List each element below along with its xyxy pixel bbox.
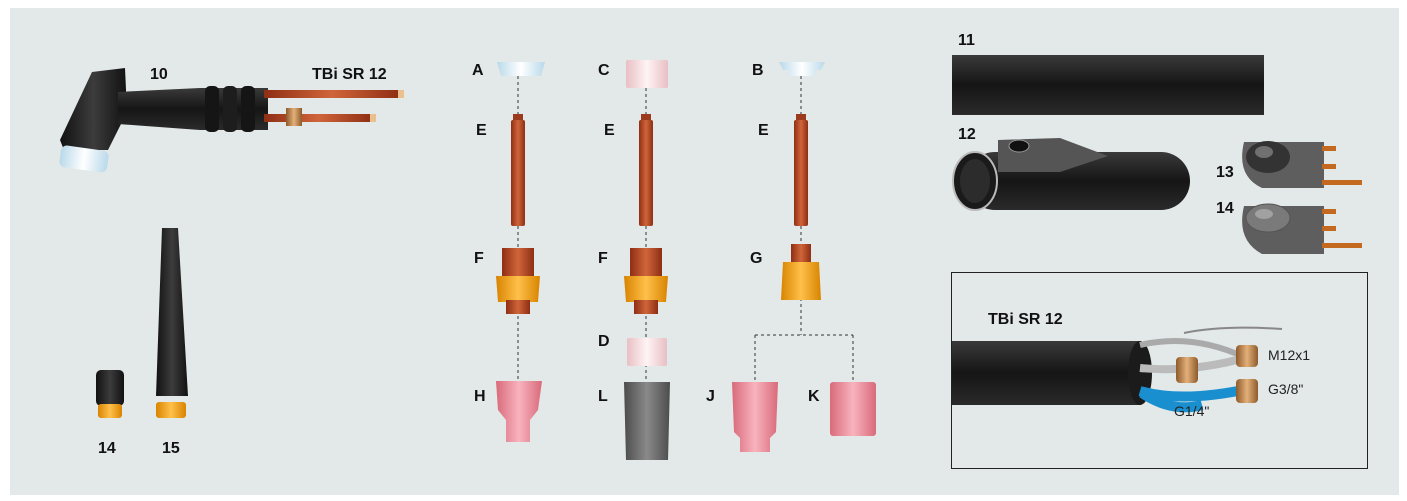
- collet-insert-A: [497, 62, 545, 76]
- label-H: H: [474, 388, 486, 406]
- g38-thread-label: G3/8": [1268, 381, 1303, 397]
- label-torch-10: 10: [150, 66, 168, 84]
- collet-body-F-2: [624, 248, 668, 314]
- insulator-D: [627, 338, 667, 366]
- mounting-sleeve-12: [953, 138, 1190, 210]
- g14-thread-label: G1/4": [1174, 403, 1209, 419]
- label-hose-11: 11: [958, 32, 975, 50]
- label-A: A: [472, 62, 484, 80]
- label-E-1: E: [476, 122, 487, 140]
- hose-connections-drawing: [952, 273, 1367, 468]
- label-E-2: E: [604, 122, 615, 140]
- label-G: G: [750, 250, 762, 268]
- label-C: C: [598, 62, 610, 80]
- switch-housing-14: [1242, 204, 1362, 254]
- collet-E-3: [794, 114, 808, 226]
- gas-nozzle-K: [830, 382, 876, 436]
- label-cap-15: 15: [162, 440, 180, 458]
- m12-thread-label: M12x1: [1268, 347, 1310, 363]
- hose-cover-11: [952, 55, 1264, 115]
- switch-housing-13: [1242, 141, 1362, 188]
- hose-connections-inset: TBi SR 12 M12x1 G3/8" G1/4": [951, 272, 1368, 469]
- gas-nozzle-H: [496, 381, 542, 442]
- gas-nozzle-L: [624, 382, 670, 460]
- collet-E-2: [639, 114, 653, 226]
- gas-nozzle-J: [732, 382, 778, 452]
- label-torch-model: TBi SR 12: [312, 66, 387, 84]
- label-F-2: F: [598, 250, 608, 268]
- collet-E-1: [511, 114, 525, 226]
- label-switch-13: 13: [1216, 164, 1234, 182]
- gas-lens-G: [781, 244, 821, 300]
- label-cap-14: 14: [98, 440, 116, 458]
- label-E-3: E: [758, 122, 769, 140]
- back-cap-short-14: [96, 370, 124, 418]
- collet-insert-B: [779, 62, 825, 76]
- inset-title: TBi SR 12: [988, 311, 1063, 329]
- label-J: J: [706, 388, 715, 406]
- label-B: B: [752, 62, 764, 80]
- label-switch-14: 14: [1216, 200, 1234, 218]
- label-sleeve-12: 12: [958, 126, 976, 144]
- label-L: L: [598, 388, 608, 406]
- label-K: K: [808, 388, 820, 406]
- label-F-1: F: [474, 250, 484, 268]
- collet-insert-C: [626, 60, 668, 88]
- back-cap-long-15: [156, 228, 188, 418]
- label-D: D: [598, 333, 610, 351]
- collet-body-F-1: [496, 248, 540, 314]
